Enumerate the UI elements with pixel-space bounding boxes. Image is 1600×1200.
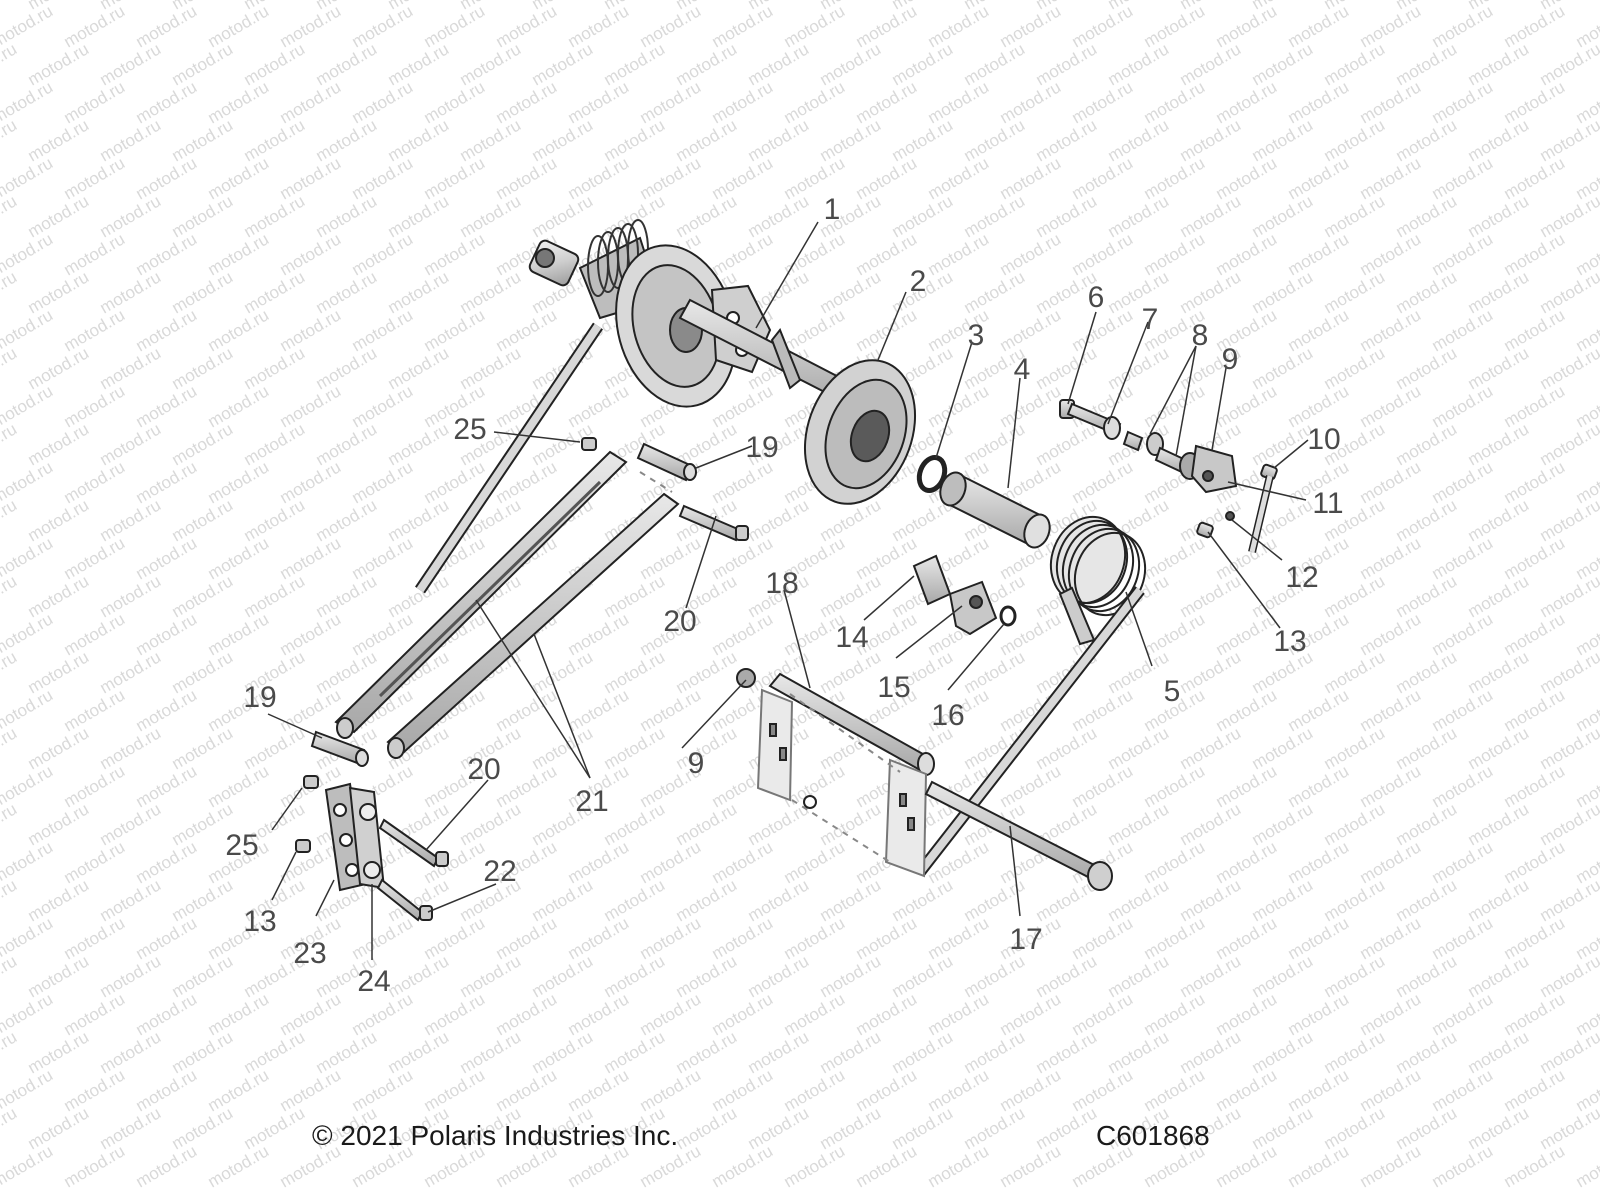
bracket-assembly — [736, 668, 935, 878]
callout-label: 1 — [823, 193, 841, 226]
upper-bushing-bolt — [581, 437, 749, 542]
leader-lines — [267, 221, 1309, 960]
callout-label: 20 — [467, 753, 501, 786]
callout-label: 13 — [1273, 625, 1307, 658]
callout-label: 15 — [877, 671, 911, 704]
callout-label: 6 — [1087, 281, 1105, 314]
shock-assembly — [528, 219, 862, 408]
callout-label: 10 — [1307, 423, 1341, 456]
callout-label: 4 — [1013, 353, 1031, 386]
callout-label: 19 — [243, 681, 277, 714]
long-arms — [334, 450, 680, 759]
callout-label: 16 — [931, 699, 965, 732]
right-side-hardware — [1059, 399, 1278, 553]
pivot-block — [912, 554, 1017, 636]
callout-label: 7 — [1141, 303, 1159, 336]
callout-label: 5 — [1163, 675, 1181, 708]
long-pin — [924, 780, 1113, 891]
figure-code: C601868 — [1096, 1120, 1210, 1151]
callout-label: 18 — [765, 567, 799, 600]
torsion-spring — [915, 515, 1147, 876]
callout-label: 25 — [225, 829, 259, 862]
callout-label: 9 — [1221, 343, 1239, 376]
idler-wheel — [803, 359, 917, 505]
callout-label: 13 — [243, 905, 277, 938]
callout-label: 9 — [687, 747, 705, 780]
callout-label: 25 — [453, 413, 487, 446]
callout-label: 21 — [575, 785, 609, 818]
callout-label: 24 — [357, 965, 391, 998]
callout-label: 2 — [909, 265, 927, 298]
callout-label: 17 — [1009, 923, 1043, 956]
callout-label: 11 — [1312, 487, 1344, 520]
callout-label: 23 — [293, 937, 327, 970]
lower-hardware — [295, 730, 449, 922]
callout-label: 14 — [835, 621, 869, 654]
callout-label: 8 — [1191, 319, 1209, 352]
callout-label: 19 — [745, 431, 779, 464]
callout-label: 12 — [1285, 561, 1319, 594]
callout-label: 20 — [663, 605, 697, 638]
copyright-notice: © 2021 Polaris Industries Inc. — [312, 1120, 679, 1151]
callout-label: 3 — [967, 319, 985, 352]
callout-label: 22 — [483, 855, 517, 888]
sleeve — [939, 471, 1051, 549]
o-ring — [916, 455, 948, 493]
